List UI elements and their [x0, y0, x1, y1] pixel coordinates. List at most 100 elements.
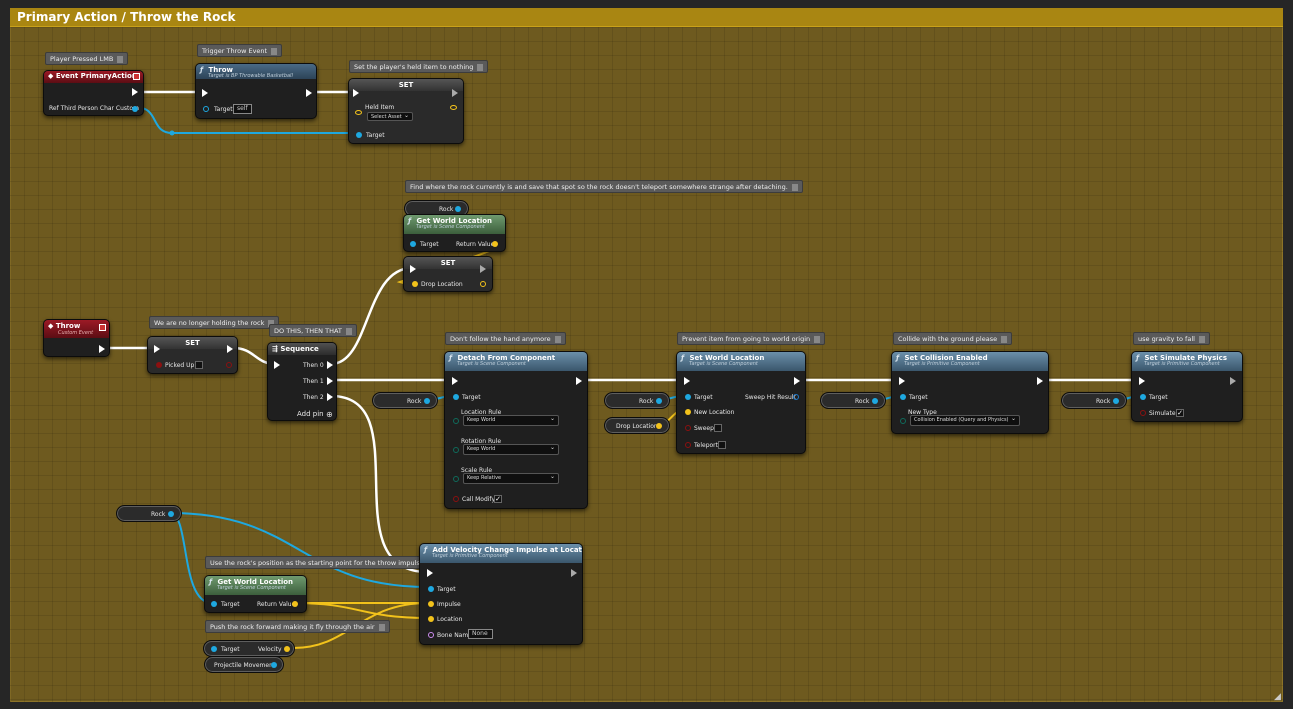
comment-bubble[interactable]: We are no longer holding the rock: [149, 316, 280, 329]
comment-bubble[interactable]: Don't follow the hand anymore: [445, 332, 566, 345]
held-item-pin[interactable]: [355, 110, 362, 115]
target-pin[interactable]: [203, 106, 209, 112]
get-world-location-node[interactable]: ƒ Get World Location Target is Scene Com…: [204, 575, 307, 613]
teleport-checkbox[interactable]: [718, 441, 726, 449]
target-pin[interactable]: [900, 394, 906, 400]
target-pin[interactable]: [211, 646, 217, 652]
enum-pin[interactable]: [453, 447, 459, 453]
comment-bubble[interactable]: Player Pressed LMB: [45, 52, 129, 65]
exec-out-pin[interactable]: [99, 345, 105, 353]
asset-dropdown[interactable]: Select Asset: [367, 112, 413, 121]
vector-in-pin[interactable]: [428, 601, 434, 607]
exec-out-arrow[interactable]: [452, 89, 458, 97]
object-out-pin[interactable]: [271, 662, 277, 668]
exec-in-pin[interactable]: [274, 361, 280, 369]
add-velocity-impulse-node[interactable]: ƒ Add Velocity Change Impulse at Locatio…: [419, 543, 583, 645]
sweep-checkbox[interactable]: [714, 424, 722, 432]
vector-in-pin[interactable]: [685, 409, 691, 415]
bool-pin[interactable]: [685, 442, 691, 448]
exec-in-pin[interactable]: [1139, 377, 1145, 385]
target-pin[interactable]: [211, 601, 217, 607]
target-pin[interactable]: [428, 586, 434, 592]
pin-icon[interactable]: [378, 623, 385, 631]
object-out-pin[interactable]: [656, 398, 662, 404]
exec-out-pin[interactable]: [794, 377, 800, 385]
pin-icon[interactable]: [117, 55, 124, 63]
object-out-pin[interactable]: [1113, 398, 1119, 404]
exec-in-pin[interactable]: [684, 377, 690, 385]
exec-out-pin[interactable]: [306, 89, 312, 97]
exec-out-pin[interactable]: [480, 265, 486, 273]
comment-bubble[interactable]: Find where the rock currently is and sav…: [405, 180, 803, 193]
enum-pin[interactable]: [453, 418, 459, 424]
rock-getter[interactable]: Rock: [820, 392, 886, 409]
resize-handle-icon[interactable]: ◢: [1274, 692, 1281, 702]
get-world-location-node[interactable]: ƒ Get World Location Target is Scene Com…: [403, 214, 506, 252]
set-held-item-node[interactable]: SET Held Item Select Asset Target: [348, 78, 464, 144]
then0-pin[interactable]: [327, 361, 333, 369]
comment-header[interactable]: Primary Action / Throw the Rock: [10, 8, 1283, 27]
exec-in-pin[interactable]: [899, 377, 905, 385]
pin-icon[interactable]: [477, 63, 484, 71]
object-out-pin[interactable]: [424, 398, 430, 404]
target-pin[interactable]: [685, 394, 691, 400]
pin-icon[interactable]: [1001, 335, 1008, 343]
pin-icon[interactable]: [791, 183, 798, 191]
rotation-rule-dropdown[interactable]: Keep World: [463, 444, 559, 455]
pin-icon[interactable]: [1198, 335, 1205, 343]
detach-from-component-node[interactable]: ƒ Detach From Component Target is Scene …: [444, 351, 588, 509]
velocity-getter[interactable]: Target Velocity: [203, 640, 295, 657]
target-pin[interactable]: [453, 394, 459, 400]
bool-pin[interactable]: [1140, 410, 1146, 416]
target-pin[interactable]: [356, 132, 362, 138]
object-out-pin[interactable]: [872, 398, 878, 404]
name-pin[interactable]: [428, 632, 434, 638]
target-pin[interactable]: [410, 241, 416, 247]
exec-out-pin[interactable]: [227, 345, 233, 353]
vector-out-pin[interactable]: [492, 241, 498, 247]
enum-pin[interactable]: [900, 418, 906, 424]
exec-in-pin[interactable]: [154, 345, 160, 353]
picked-up-checkbox[interactable]: [195, 361, 203, 369]
add-pin-icon[interactable]: ⊕: [326, 410, 333, 419]
vector-in-pin[interactable]: [412, 281, 418, 287]
set-collision-enabled-node[interactable]: ƒ Set Collision Enabled Target is Primit…: [891, 351, 1049, 434]
rock-getter[interactable]: Rock: [372, 392, 438, 409]
delegate-pin[interactable]: [99, 324, 106, 331]
comment-bubble[interactable]: Use the rock's position as the starting …: [205, 556, 439, 569]
comment-bubble[interactable]: Trigger Throw Event: [197, 44, 283, 57]
object-out-pin[interactable]: [132, 106, 138, 112]
exec-out-pin[interactable]: [571, 569, 577, 577]
exec-out-pin[interactable]: [576, 377, 582, 385]
collision-type-dropdown[interactable]: Collision Enabled (Query and Physics): [910, 415, 1020, 426]
comment-bubble[interactable]: Prevent item from going to world origin: [677, 332, 826, 345]
throw-function-node[interactable]: ƒ Throw Target is BP Throwable Basketbal…: [195, 63, 317, 119]
bone-name-input[interactable]: None: [468, 629, 493, 639]
set-simulate-physics-node[interactable]: ƒ Set Simulate Physics Target is Primiti…: [1131, 351, 1243, 422]
target-pin[interactable]: [1140, 394, 1146, 400]
projectile-movement-getter[interactable]: Projectile Movement: [204, 656, 284, 673]
set-picked-up-node[interactable]: SET Picked Up: [147, 336, 238, 374]
comment-bubble[interactable]: Push the rock forward making it fly thro…: [205, 620, 390, 633]
pin-icon[interactable]: [271, 47, 278, 55]
sequence-node[interactable]: ⇶ Sequence Then 0 Then 1 Then 2 Add pin …: [267, 342, 337, 421]
comment-bubble[interactable]: Set the player's held item to nothing: [349, 60, 489, 73]
exec-in-pin[interactable]: [202, 89, 208, 97]
delegate-pin[interactable]: [133, 73, 140, 80]
rock-getter[interactable]: Rock: [1061, 392, 1127, 409]
vector-out-pin[interactable]: [284, 646, 290, 652]
location-rule-dropdown[interactable]: Keep World: [463, 415, 559, 426]
object-out-pin[interactable]: [455, 206, 461, 212]
enum-pin[interactable]: [453, 476, 459, 482]
vector-out-pin[interactable]: [656, 423, 662, 429]
rock-getter[interactable]: Rock: [116, 505, 182, 522]
throw-custom-event-node[interactable]: ◆ Throw Custom Event: [43, 319, 110, 357]
exec-out-pin[interactable]: [1230, 377, 1236, 385]
hit-result-pin[interactable]: [793, 394, 799, 400]
self-input[interactable]: self: [233, 104, 252, 114]
comment-bubble[interactable]: use gravity to fall: [1133, 332, 1210, 345]
then1-pin[interactable]: [327, 377, 333, 385]
exec-in-pin[interactable]: [410, 265, 416, 273]
bool-out-pin[interactable]: [226, 362, 232, 368]
scale-rule-dropdown[interactable]: Keep Relative: [463, 473, 559, 484]
